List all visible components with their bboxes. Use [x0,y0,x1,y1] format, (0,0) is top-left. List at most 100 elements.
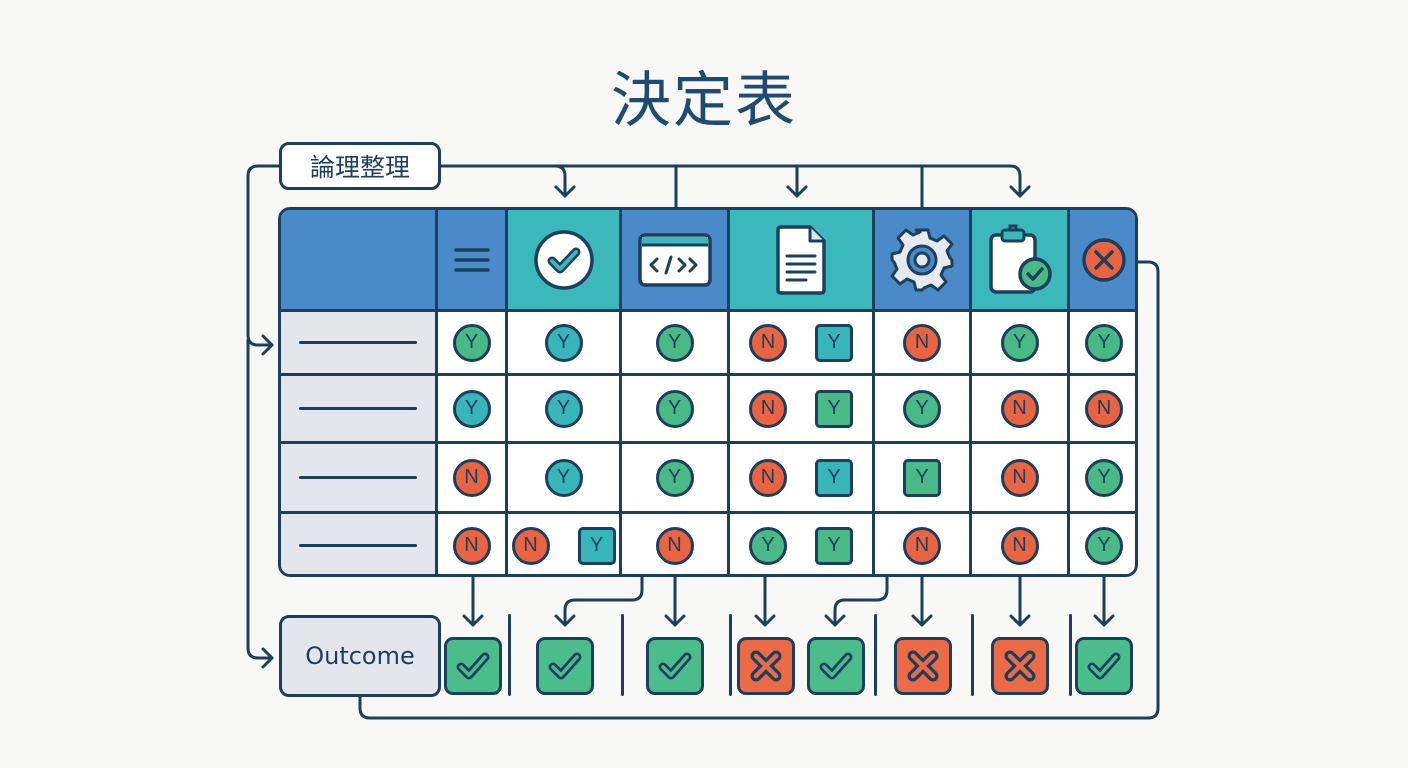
rule-cell-r4-c5[interactable]: N [875,514,972,574]
rule-cell-r3-c3[interactable]: Y [622,444,730,514]
rule-cell-r1-c1[interactable]: Y [438,312,508,376]
no-badge: N [452,526,491,565]
outcome-pass-2[interactable] [536,637,594,695]
no-badge: N [655,526,694,565]
outcome-fail-4[interactable] [737,637,795,695]
outcome-pass-3[interactable] [646,637,704,695]
outcome-label: Outcome [279,615,441,697]
outcome-separator [971,614,974,696]
yes-badge: Y [749,526,787,565]
rule-cell-r3-c2[interactable]: Y [508,444,622,514]
x-icon [746,646,786,686]
rule-cell-r2-c5[interactable]: Y [875,376,972,444]
check-circle-icon [532,228,596,292]
column-header-6[interactable] [972,210,1070,312]
rule-cell-r3-c1[interactable]: N [438,444,508,514]
outcome-separator [729,614,732,696]
yes-badge: Y [815,526,853,565]
check-icon [1084,646,1124,686]
rule-cell-r4-c7[interactable]: Y [1070,514,1135,574]
column-header-5[interactable] [875,210,972,312]
no-badge: N [1000,389,1039,428]
check-icon [545,646,585,686]
menu-lines-icon [452,245,492,275]
outcome-separator [621,614,624,696]
outcome-separator [508,614,511,696]
rule-cell-r2-c2[interactable]: Y [508,376,622,444]
no-badge: N [749,389,787,428]
clipboard-check-icon [987,224,1053,296]
no-badge: N [1000,526,1039,565]
check-icon [655,646,695,686]
outcome-separator [1069,614,1072,696]
rule-cell-r1-c7[interactable]: Y [1070,312,1135,376]
rule-cell-r4-c3[interactable]: N [622,514,730,574]
rule-cell-r4-c1[interactable]: N [438,514,508,574]
yes-badge: Y [655,389,694,428]
code-window-icon [637,232,713,288]
column-header-7[interactable] [1070,210,1135,312]
rule-cell-r1-c6[interactable]: Y [972,312,1070,376]
yes-badge: Y [655,458,694,497]
condition-row-label-3[interactable] [281,444,438,514]
no-badge: N [903,323,941,362]
condition-placeholder-line [299,341,417,344]
condition-placeholder-line [299,476,417,479]
no-badge: N [749,458,787,497]
outcome-fail-6[interactable] [894,637,952,695]
rule-cell-r2-c7[interactable]: N [1070,376,1135,444]
rule-cell-r2-c1[interactable]: Y [438,376,508,444]
yes-badge: Y [544,389,583,428]
rule-cell-r3-c5[interactable]: Y [875,444,972,514]
check-icon [453,646,493,686]
yes-badge: Y [1085,458,1123,497]
no-badge: N [452,458,491,497]
outcome-fail-7[interactable] [991,637,1049,695]
rule-cell-r2-c3[interactable]: Y [622,376,730,444]
yes-badge: Y [544,323,583,362]
rule-cell-r4-c6[interactable]: N [972,514,1070,574]
outcome-separator [874,614,877,696]
outcome-pass-1[interactable] [444,637,502,695]
no-badge: N [511,526,550,565]
yes-badge: Y [815,323,853,362]
condition-placeholder-line [299,407,417,410]
column-header-1[interactable] [438,210,508,312]
condition-row-label-1[interactable] [281,312,438,376]
yes-badge: Y [577,526,616,565]
rule-cell-r1-c3[interactable]: Y [622,312,730,376]
yes-badge: Y [452,389,491,428]
logic-organize-tag: 論理整理 [279,142,441,190]
column-header-2[interactable] [508,210,622,312]
outcome-pass-5[interactable] [807,637,865,695]
rule-cell-r3-c6[interactable]: N [972,444,1070,514]
no-badge: N [903,526,941,565]
column-header-4[interactable] [730,210,875,312]
rule-cell-r1-c2[interactable]: Y [508,312,622,376]
x-icon [903,646,943,686]
rule-cell-r2-c6[interactable]: N [972,376,1070,444]
gear-icon [888,226,956,294]
yes-badge: Y [903,458,941,497]
rule-cell-r3-c7[interactable]: Y [1070,444,1135,514]
rule-cell-r1-c5[interactable]: N [875,312,972,376]
x-circle-icon [1080,236,1128,284]
outcome-pass-8[interactable] [1075,637,1133,695]
yes-badge: Y [544,458,583,497]
condition-row-label-4[interactable] [281,514,438,574]
yes-badge: Y [815,389,853,428]
yes-badge: Y [903,389,941,428]
yes-badge: Y [1085,323,1123,362]
condition-row-label-2[interactable] [281,376,438,444]
yes-badge: Y [1085,526,1123,565]
yes-badge: Y [452,323,491,362]
yes-badge: Y [655,323,694,362]
no-badge: N [749,323,787,362]
column-header-3[interactable] [622,210,730,312]
